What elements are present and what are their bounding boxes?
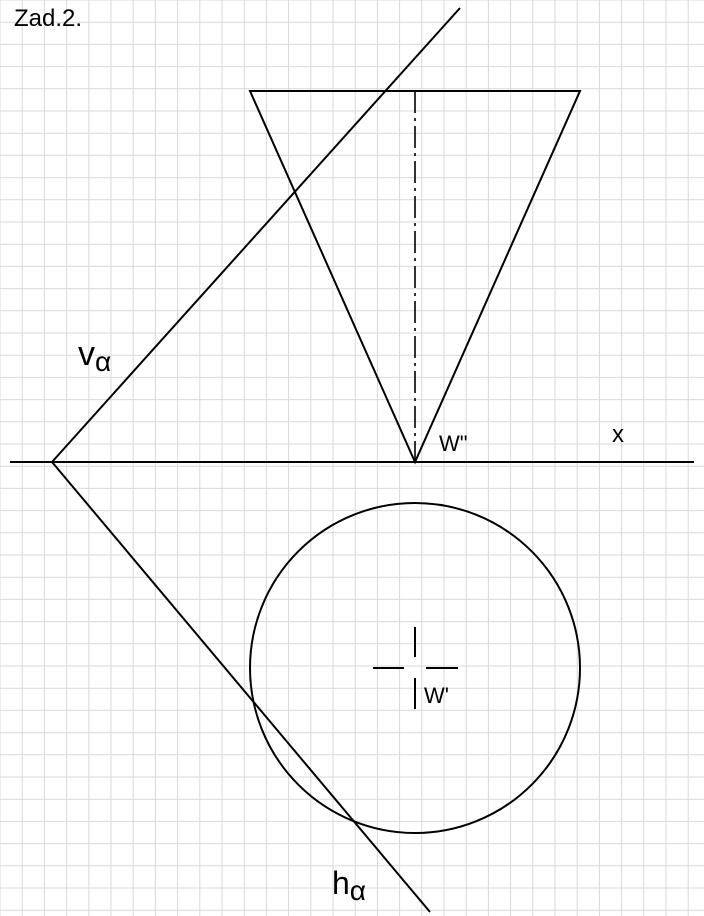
cone-base-circle [249,502,581,834]
center-cross [373,627,458,709]
label-w-double-prime: W" [439,431,468,456]
label-w-prime: W' [424,683,449,708]
label-x-axis: x [612,421,624,448]
label-h-alpha: hα [332,865,366,906]
task-title: Zad.2. [14,5,82,32]
h-alpha-trace [51,461,431,913]
label-v-alpha: vα [78,335,111,377]
v-alpha-trace [51,7,461,463]
